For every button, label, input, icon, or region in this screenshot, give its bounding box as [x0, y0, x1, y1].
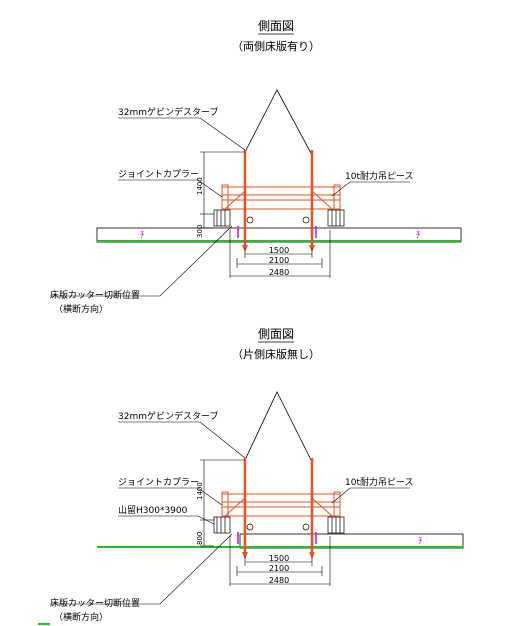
bottom-dim-height: 1400 — [196, 482, 204, 500]
top-deck-slab — [96, 227, 462, 243]
bottom-dim-height-lines — [200, 459, 245, 547]
bottom-side-view: 側面図 （片側床版無し） ﾁ — [50, 327, 464, 623]
bottom-dim-2480: 2480 — [269, 576, 289, 585]
bottom-lifting-frame — [221, 458, 341, 552]
top-break-mark-left: ﾁ — [140, 230, 145, 241]
top-dim-horizontal-lines — [229, 230, 331, 278]
top-break-mark-right: ﾁ — [416, 230, 421, 241]
bottom-coupler-blocks — [213, 516, 345, 534]
bottom-label-sling: 32mmゲビンデスターブ — [118, 410, 218, 422]
top-label-coupler: ジョイントカプラー — [118, 169, 199, 180]
top-label-cut-sub: （横断方向） — [54, 303, 108, 315]
bottom-break-mark-right: ﾁ — [418, 536, 423, 547]
bottom-label-piece: 10t耐力吊ピース — [345, 476, 414, 488]
bottom-dim-2100: 2100 — [269, 564, 289, 573]
bottom-sling-wire — [244, 391, 313, 463]
top-coupler-blocks — [213, 209, 345, 227]
top-lifting-frame — [221, 150, 341, 245]
bottom-stud-tip-left — [242, 552, 248, 559]
top-label-sling: 32mmゲビンデスターブ — [118, 106, 218, 118]
top-label-piece: 10t耐力吊ピース — [345, 170, 414, 182]
top-dim-small: 300 — [196, 225, 204, 238]
top-label-cut: 床版カッター切断位置 — [50, 289, 140, 301]
top-leader-lines — [50, 117, 410, 297]
bottom-dim-horizontal-lines — [229, 536, 331, 586]
bottom-subtitle: （片側床版無し） — [232, 347, 320, 361]
top-dim-2480: 2480 — [269, 268, 289, 277]
bottom-leader-lines — [50, 421, 410, 605]
bottom-label-cut: 床版カッター切断位置 — [50, 597, 140, 609]
bottom-title: 側面図 — [258, 327, 294, 341]
top-dim-1500: 1500 — [269, 246, 289, 255]
top-title: 側面図 — [258, 19, 294, 33]
top-dim-2100: 2100 — [269, 256, 289, 265]
top-dim-height: 1400 — [196, 177, 204, 195]
bottom-stud-tip-right — [309, 552, 315, 559]
top-dim-height-lines — [200, 151, 245, 229]
bottom-deck-slab — [239, 533, 464, 549]
top-side-view: 側面図 （両側床版有り） ﾁ ﾁ — [50, 19, 462, 315]
bottom-dim-1500: 1500 — [269, 554, 289, 563]
bottom-label-beam: 山留H300*3900 — [118, 504, 188, 516]
top-subtitle: （両側床版有り） — [232, 39, 320, 53]
bottom-label-coupler: ジョイントカプラー — [118, 477, 199, 488]
bottom-label-cut-sub: （横断方向） — [54, 611, 108, 623]
top-sling-wire — [244, 89, 313, 156]
bottom-dim-small: 800 — [196, 532, 204, 545]
